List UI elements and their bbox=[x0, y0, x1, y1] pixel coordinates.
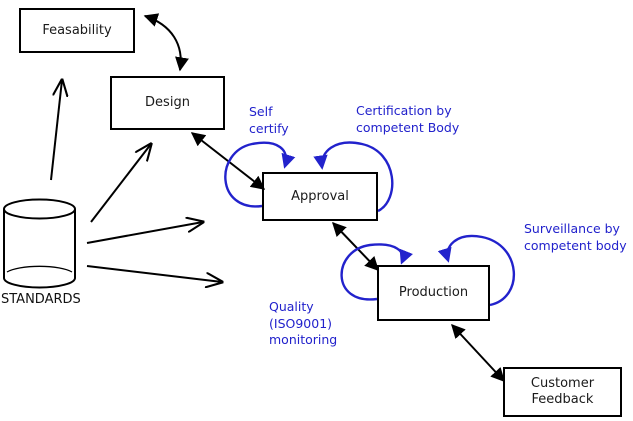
node-feasability-label: Feasability bbox=[42, 22, 112, 38]
node-design-label: Design bbox=[145, 95, 190, 110]
edge-standards-to-design bbox=[90, 144, 151, 223]
node-standards-label: STANDARDS bbox=[1, 292, 81, 307]
node-customer-feedback-label: Customer Feedback bbox=[530, 376, 595, 407]
node-approval-label: Approval bbox=[291, 188, 349, 204]
node-production-label: Production bbox=[398, 285, 469, 300]
loop-approval-certification bbox=[313, 141, 394, 213]
edge-approval-to-production bbox=[332, 221, 379, 272]
loop-production-surveillance bbox=[437, 234, 515, 307]
annotation-surveillance-by-competent-body: Surveillance by competent body bbox=[524, 221, 627, 253]
node-production[interactable]: Production bbox=[377, 265, 490, 321]
node-design[interactable]: Design bbox=[110, 76, 225, 130]
annotation-self-certify: Self certify bbox=[249, 104, 289, 136]
edge-production-to-customer-feedback bbox=[451, 323, 505, 383]
loop-production-quality bbox=[340, 243, 413, 301]
standards-cylinder-shape bbox=[3, 198, 76, 289]
annotation-quality-iso9001-monitoring: Quality (ISO9001) monitoring bbox=[269, 299, 338, 347]
annotation-certification-by-competent-body: Certification by competent Body bbox=[356, 103, 460, 135]
edge-standards-to-approval bbox=[86, 222, 203, 244]
node-approval[interactable]: Approval bbox=[262, 172, 378, 221]
node-feasability[interactable]: Feasability bbox=[19, 8, 135, 53]
edge-standards-to-production bbox=[86, 265, 222, 282]
node-customer-feedback[interactable]: Customer Feedback bbox=[503, 367, 622, 417]
loop-approval-self-certify bbox=[224, 141, 296, 208]
edge-design-to-feasability bbox=[143, 13, 189, 72]
edge-standards-to-feasability bbox=[50, 80, 62, 181]
